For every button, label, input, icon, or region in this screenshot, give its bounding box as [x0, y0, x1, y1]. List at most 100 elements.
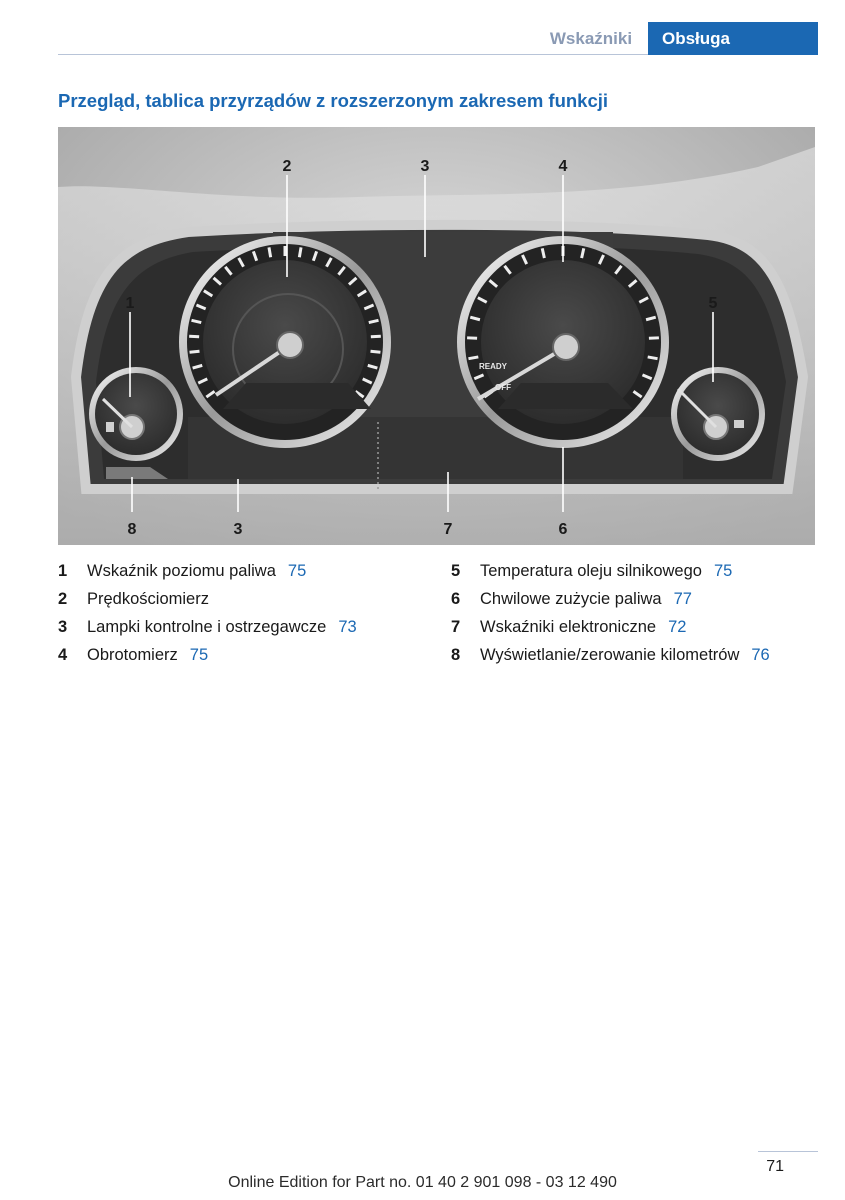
tab-obsluga[interactable]: Obsługa — [648, 22, 818, 55]
dial-tick — [632, 390, 643, 399]
dial-tick — [325, 257, 333, 268]
dial-tick — [354, 390, 365, 399]
legend-page-link[interactable]: 72 — [668, 618, 687, 636]
legend-item: 4 Obrotomierz 75 — [58, 641, 357, 669]
dial-tick — [347, 276, 358, 286]
legend-item: 1 Wskaźnik poziomu paliwa 75 — [58, 557, 357, 585]
legend-item: 2 Prędkościomierz — [58, 585, 357, 613]
callout-6: 6 — [559, 521, 568, 538]
callout-4: 4 — [559, 158, 568, 175]
legend-right-column: 5 Temperatura oleju silnikowego 75 6 Chw… — [451, 557, 770, 669]
legend-label: Temperatura oleju silnikowego — [480, 562, 702, 580]
legend-label: Lampki kontrolne i ostrzegawcze — [87, 618, 327, 636]
dial-tick — [356, 289, 367, 298]
legend-label: Wskaźnik poziomu paliwa — [87, 562, 276, 580]
callout-1: 1 — [126, 295, 135, 312]
dial-tick — [297, 247, 303, 258]
footer-edition: Online Edition for Part no. 01 40 2 901 … — [228, 1174, 617, 1191]
callout-7: 7 — [444, 521, 453, 538]
legend-label: Obrotomierz — [87, 646, 178, 664]
dial-tick — [205, 390, 216, 399]
dial-tick — [363, 303, 375, 311]
legend-page-link[interactable]: 75 — [287, 562, 307, 580]
dial-tick — [189, 334, 200, 339]
dial-tick — [647, 355, 658, 361]
legend-page-link[interactable]: 75 — [713, 562, 733, 580]
dial-tick — [189, 349, 200, 354]
callout-lines — [129, 175, 714, 512]
dial-tick — [597, 254, 605, 265]
dial-tick — [469, 315, 481, 322]
dial-tick — [370, 334, 381, 339]
dial-tick — [503, 264, 512, 275]
legend-number: 8 — [451, 646, 461, 664]
dial-tick — [473, 373, 485, 381]
legend-item: 6 Chwilowe zużycie paliwa 77 — [451, 585, 770, 613]
legend-item: 8 Wyświetlanie/zerowanie kilometrów 76 — [451, 641, 770, 669]
legend-label: Chwilowe zużycie paliwa — [480, 590, 662, 608]
callout-3-top: 3 — [421, 158, 430, 175]
legend-page-link[interactable]: 75 — [189, 646, 209, 664]
instrument-cluster-figure: READY OFF 2 3 4 — [58, 127, 815, 545]
dial-tick — [477, 296, 488, 304]
dial-tick — [645, 315, 657, 322]
legend-item: 7 Wskaźniki elektroniczne 72 — [451, 613, 770, 641]
dial-tick — [540, 247, 546, 259]
dial-tick — [370, 349, 381, 354]
oil-can-icon — [734, 420, 744, 428]
legend-item: 5 Temperatura oleju silnikowego 75 — [451, 557, 770, 585]
dial-tick — [224, 265, 233, 276]
legend-number: 2 — [58, 590, 68, 608]
dial-tick — [367, 363, 378, 370]
dial-tick — [368, 318, 379, 325]
dial-tick — [641, 373, 653, 381]
speedometer — [179, 236, 391, 448]
off-label: OFF — [495, 383, 511, 392]
oil-temperature-gauge — [671, 367, 765, 461]
dial-tick — [251, 250, 259, 262]
page-number-rule — [758, 1151, 818, 1152]
dial-tick — [191, 318, 202, 325]
legend-number: 3 — [58, 618, 68, 636]
ready-label: READY — [479, 362, 508, 371]
legend-label: Prędkościomierz — [87, 590, 209, 608]
legend-label: Wskaźniki elektroniczne — [480, 618, 657, 636]
dial-tick — [521, 254, 529, 265]
mileage-reset-button[interactable] — [106, 467, 168, 479]
callout-5: 5 — [709, 295, 718, 312]
legend-page-link[interactable]: 73 — [338, 618, 357, 636]
dial-tick — [195, 303, 207, 311]
legend-number: 5 — [451, 562, 461, 580]
dial-tick — [580, 247, 586, 259]
tab-wskazniki[interactable]: Wskaźniki — [549, 29, 633, 48]
dial-tick — [614, 264, 623, 275]
dial-tick — [192, 363, 203, 370]
legend-item: 3 Lampki kontrolne i ostrzegawcze 73 — [58, 613, 357, 641]
page-number: 71 — [766, 1158, 784, 1175]
legend-number: 4 — [58, 646, 68, 664]
tachometer: READY OFF — [457, 236, 669, 448]
legend-number: 6 — [451, 590, 461, 608]
dial-tick — [638, 296, 649, 304]
callout-8: 8 — [128, 521, 137, 538]
callout-2: 2 — [283, 158, 292, 175]
dial-tick — [337, 265, 346, 276]
header-rule — [58, 54, 818, 55]
legend-page-link[interactable]: 77 — [673, 590, 692, 608]
dial-tick — [203, 289, 214, 298]
callout-3-bottom: 3 — [234, 521, 243, 538]
legend-page-link[interactable]: 76 — [751, 646, 770, 664]
dial-tick — [237, 257, 245, 268]
dial-tick — [311, 250, 319, 262]
dial-tick — [197, 377, 208, 385]
legend-left-column: 1 Wskaźnik poziomu paliwa 75 2 Prędkości… — [58, 557, 357, 669]
fuel-gauge — [89, 367, 183, 461]
section-title: Przegląd, tablica przyrządów z rozszerzo… — [58, 90, 609, 111]
dial-tick — [627, 279, 638, 288]
dial-tick — [362, 377, 373, 385]
legend-number: 7 — [451, 618, 461, 636]
fuel-pump-icon — [106, 422, 114, 432]
dial-tick — [267, 247, 273, 258]
dial-tick — [488, 279, 499, 288]
legend-number: 1 — [58, 562, 68, 580]
